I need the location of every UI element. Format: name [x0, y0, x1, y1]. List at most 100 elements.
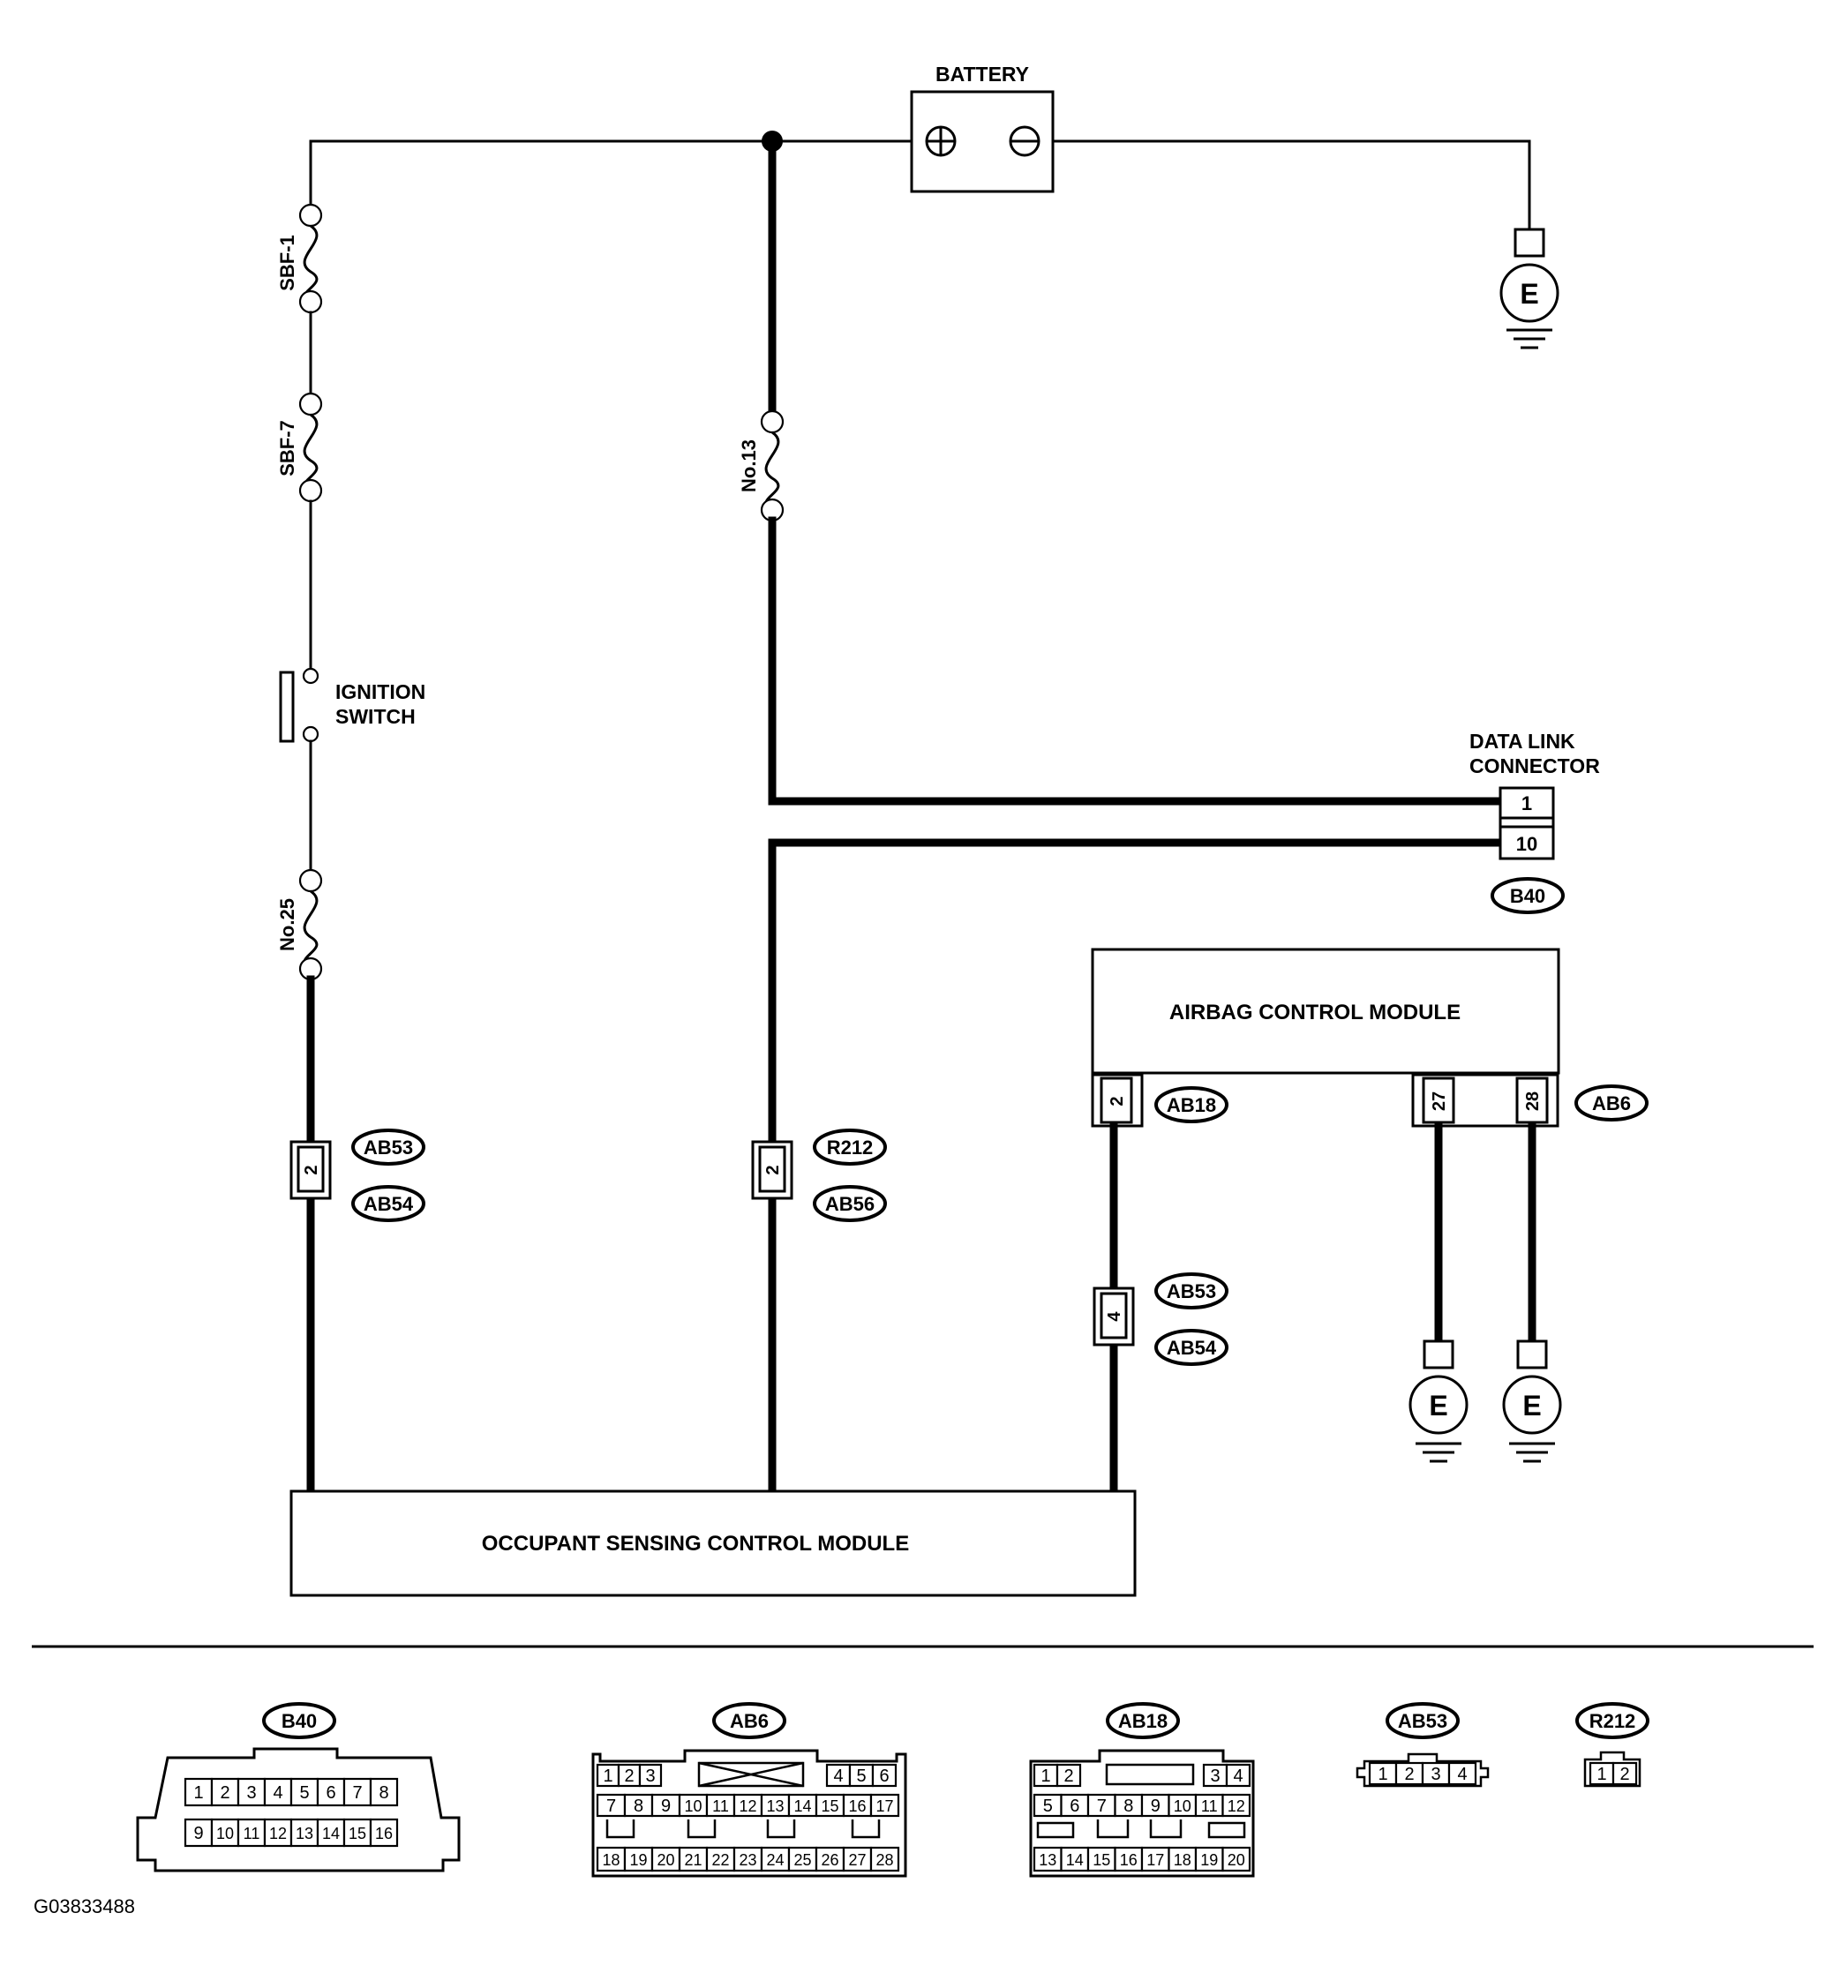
pin-cell — [623, 1793, 654, 1818]
pin-number: 7 — [352, 1783, 362, 1803]
pin-number: 5 — [299, 1783, 309, 1803]
dlc-pin-1: 1 — [1521, 792, 1532, 814]
pin-number: 26 — [821, 1851, 838, 1869]
pin-cell — [815, 1793, 845, 1818]
pin-number: 19 — [629, 1851, 647, 1869]
pin-cell — [1033, 1846, 1063, 1872]
dlc-label-line2: CONNECTOR — [1469, 754, 1600, 777]
pin-number: 23 — [739, 1851, 756, 1869]
ignition-switch-line1: IGNITION — [335, 680, 425, 703]
dlc-label-line1: DATA LINK — [1469, 730, 1575, 753]
fuse-no13 — [760, 409, 785, 522]
pin-number: 9 — [1151, 1797, 1161, 1816]
pin-number: 1 — [1596, 1765, 1606, 1784]
pin-number: 6 — [879, 1767, 889, 1786]
pin-number: 3 — [1431, 1765, 1440, 1784]
ab18-key-slot — [1036, 1821, 1075, 1839]
connector-right — [1093, 1287, 1135, 1347]
pin-cell — [184, 1818, 214, 1848]
ground-top-right — [1499, 228, 1559, 349]
connector-ab6-pins — [1411, 1073, 1559, 1128]
badge-ab18 — [1154, 1086, 1228, 1123]
pin-number: 4 — [1233, 1767, 1243, 1786]
pin-cell — [1611, 1761, 1638, 1786]
pin-cell — [1114, 1793, 1144, 1818]
badge-ab6-view — [712, 1702, 786, 1739]
pin-cell — [342, 1818, 372, 1848]
badge-ab6 — [1574, 1084, 1649, 1122]
pin-number: 13 — [296, 1825, 313, 1842]
ab18-key-slot — [1096, 1819, 1130, 1839]
pin-number: 20 — [1228, 1851, 1245, 1869]
pin-number: 11 — [712, 1797, 729, 1815]
pin-cell — [596, 1763, 620, 1788]
pin-cell — [869, 1793, 900, 1818]
badge-mid-bottom-text: AB56 — [825, 1193, 875, 1215]
pin-number: 17 — [875, 1797, 893, 1815]
pin-number: 9 — [193, 1824, 203, 1843]
pin-number: 13 — [1039, 1851, 1056, 1869]
connector-middle — [751, 1140, 793, 1200]
pin-number: 9 — [661, 1797, 671, 1816]
pin-number: 5 — [1043, 1797, 1053, 1816]
pin-number: 2 — [1063, 1767, 1073, 1786]
pin-cell — [1394, 1761, 1424, 1786]
pin-number: 1 — [1040, 1767, 1050, 1786]
ab6-key-slot — [766, 1819, 796, 1839]
connector-left-pin: 2 — [302, 1165, 321, 1174]
badge-ab6-text: AB6 — [1592, 1092, 1631, 1114]
pin-cell — [871, 1763, 898, 1788]
pin-cell — [1221, 1846, 1251, 1872]
pin-number: 12 — [739, 1797, 756, 1815]
pin-number: 18 — [602, 1851, 620, 1869]
pin-cell — [650, 1793, 681, 1818]
pin-number: 12 — [269, 1825, 287, 1842]
pin-cell — [1033, 1763, 1059, 1788]
pin-cell — [787, 1793, 818, 1818]
ground-28-symbol: E — [1522, 1390, 1541, 1422]
b40-view-badge-text: B40 — [282, 1710, 317, 1732]
ab6-pin-27: 27 — [1430, 1092, 1449, 1111]
b40-housing — [136, 1747, 461, 1872]
badge-left-top-text: AB53 — [364, 1137, 413, 1159]
pin-cell — [1589, 1761, 1615, 1786]
badge-left-bottom — [351, 1185, 425, 1222]
pin-cell — [1055, 1763, 1082, 1788]
connector-middle-pin: 2 — [763, 1165, 783, 1174]
pin-cell — [316, 1777, 346, 1807]
badge-b40-text: B40 — [1510, 885, 1545, 907]
ab53-view-badge-text: AB53 — [1398, 1710, 1447, 1732]
pin-cell — [1421, 1761, 1451, 1786]
battery-label: BATTERY — [935, 63, 1029, 86]
ab6-view-badge-text: AB6 — [730, 1710, 769, 1732]
pin-number: 2 — [1404, 1765, 1414, 1784]
badge-r212-view — [1575, 1702, 1649, 1739]
badge-right-top — [1154, 1272, 1228, 1309]
pin-number: 25 — [793, 1851, 811, 1869]
pin-number: 5 — [856, 1767, 866, 1786]
pin-number: 20 — [657, 1851, 674, 1869]
fuse-no13-label: No.13 — [738, 439, 760, 492]
ground-28 — [1502, 1339, 1562, 1463]
ab6-key-slot — [851, 1819, 881, 1839]
pin-number: 14 — [322, 1825, 340, 1842]
dlc-pin-10: 10 — [1516, 833, 1537, 855]
badge-right-top-text: AB53 — [1167, 1280, 1216, 1302]
pin-number: 22 — [711, 1851, 729, 1869]
badge-b40 — [1491, 877, 1565, 914]
pin-number: 10 — [216, 1825, 234, 1842]
ground-27-symbol: E — [1429, 1390, 1447, 1422]
badge-mid-top — [813, 1129, 887, 1166]
pin-number: 15 — [1093, 1851, 1110, 1869]
pin-cell — [369, 1818, 399, 1848]
pin-number: 16 — [1120, 1851, 1138, 1869]
pin-number: 10 — [684, 1797, 702, 1815]
fuse-no25-label: No.25 — [276, 898, 298, 951]
ab18-key-slot — [1149, 1819, 1183, 1839]
pin-cell — [650, 1846, 681, 1872]
pin-cell — [1033, 1793, 1063, 1818]
